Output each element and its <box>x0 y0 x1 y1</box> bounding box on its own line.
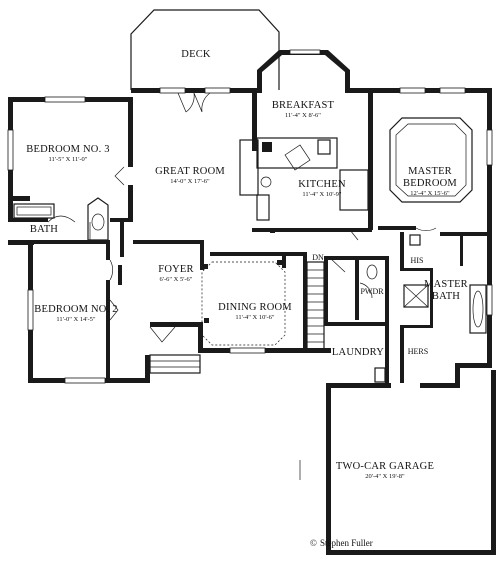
doors <box>47 92 437 480</box>
bedroom2-dim: 11'-0" X 14'-5" <box>56 316 96 323</box>
hers-label: HERS <box>408 347 428 356</box>
great-room-dim: 14'-0" X 17'-6" <box>170 178 210 185</box>
foyer-label: FOYER <box>158 264 193 275</box>
kitchen-fixtures <box>239 137 369 221</box>
columns <box>203 228 282 323</box>
pwdr-label: PWDR <box>360 287 384 296</box>
garage-label: TWO-CAR GARAGE <box>336 461 434 472</box>
bedroom3-dim: 11'-5" X 11'-0" <box>49 156 88 163</box>
front-steps <box>149 354 201 374</box>
interior-walls <box>8 93 490 383</box>
bedroom2-label: BEDROOM NO. 2 <box>34 304 117 315</box>
master-tray-ceiling <box>389 117 473 203</box>
windows <box>7 49 493 384</box>
dining-room-dim: 11'-4" X 10'-6" <box>235 314 275 321</box>
bath-fixtures <box>13 197 487 383</box>
room-labels: DECK BREAKFAST 11'-4" X 8'-6" MASTER BED… <box>26 49 468 548</box>
deck-label: DECK <box>181 49 211 60</box>
master-bedroom-dim: 12'-4" X 15'-6" <box>410 190 450 197</box>
stairs-down-label: DN <box>312 253 324 262</box>
foyer-dim: 6'-6" X 5'-6" <box>160 276 193 283</box>
dining-ceiling-outline <box>201 261 286 346</box>
copyright-symbol: © <box>310 538 317 548</box>
master-bath-label-2: BATH <box>432 291 460 302</box>
credit-text: Stephen Fuller <box>320 538 373 548</box>
bedroom3-label: BEDROOM NO. 3 <box>26 144 109 155</box>
master-bedroom-label-2: BEDROOM <box>403 178 457 189</box>
kitchen-label: KITCHEN <box>298 179 346 190</box>
bath-label: BATH <box>30 224 58 235</box>
breakfast-dim: 11'-4" X 8'-6" <box>285 112 321 119</box>
laundry-label: LAUNDRY <box>332 347 384 358</box>
breakfast-label: BREAKFAST <box>272 100 335 111</box>
master-bedroom-label-1: MASTER <box>408 166 452 177</box>
his-label: HIS <box>411 256 424 265</box>
great-room-label: GREAT ROOM <box>155 166 225 177</box>
garage-dim: 20'-4" X 19'-8" <box>365 473 405 480</box>
stairs <box>306 261 325 351</box>
master-bath-label-1: MASTER <box>424 279 468 290</box>
deck-outline <box>130 9 280 90</box>
kitchen-dim: 11'-4" X 10'-9" <box>302 191 342 198</box>
dining-room-label: DINING ROOM <box>218 302 292 313</box>
